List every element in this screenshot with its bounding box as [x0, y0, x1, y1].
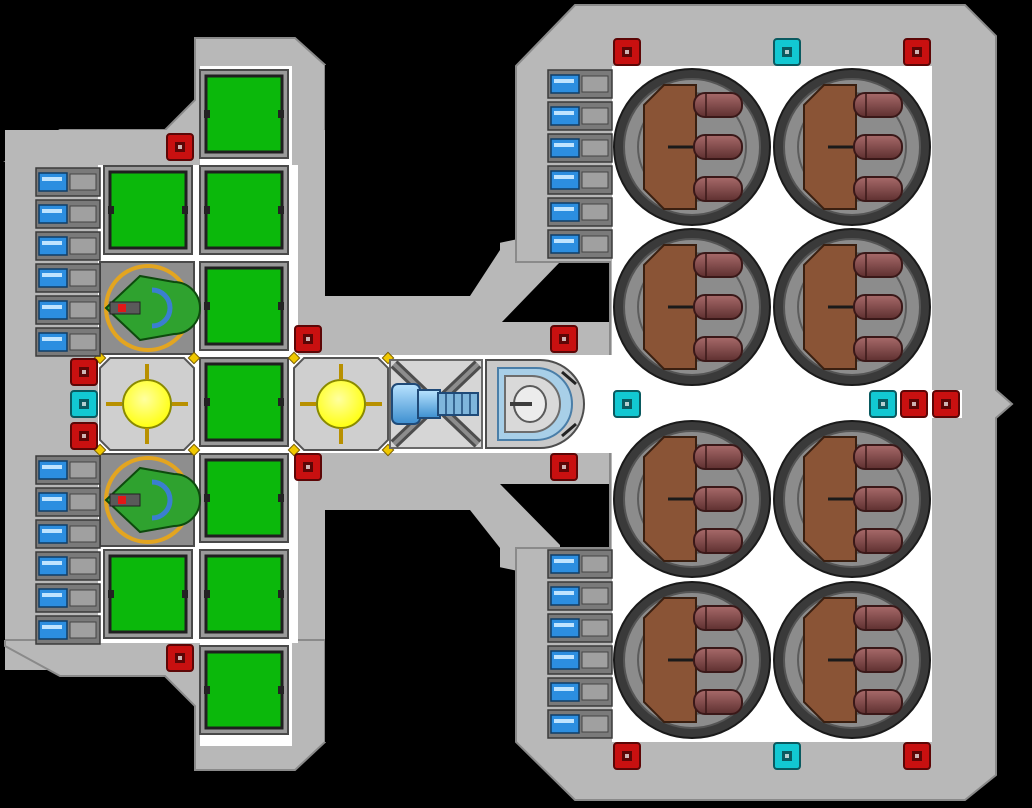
- railgun-turret[interactable]: [389, 359, 483, 449]
- green-room[interactable]: [199, 165, 289, 255]
- thruster[interactable]: [547, 709, 613, 739]
- green-room[interactable]: [199, 261, 289, 351]
- thruster[interactable]: [35, 583, 101, 613]
- door-red[interactable]: [294, 453, 322, 481]
- green-room[interactable]: [199, 357, 289, 447]
- missile-silo[interactable]: [613, 581, 771, 739]
- thruster[interactable]: [547, 229, 613, 259]
- thruster[interactable]: [35, 487, 101, 517]
- thruster[interactable]: [35, 455, 101, 485]
- thruster[interactable]: [547, 101, 613, 131]
- door-red[interactable]: [900, 390, 928, 418]
- thruster[interactable]: [547, 645, 613, 675]
- door-cyan[interactable]: [773, 38, 801, 66]
- thruster[interactable]: [35, 327, 101, 357]
- door-red[interactable]: [166, 133, 194, 161]
- room-layer: [103, 69, 289, 735]
- thruster[interactable]: [35, 231, 101, 261]
- missile-silo[interactable]: [613, 420, 771, 578]
- missile-silo-layer: [613, 68, 931, 739]
- thruster[interactable]: [547, 581, 613, 611]
- door-red[interactable]: [70, 422, 98, 450]
- door-red[interactable]: [550, 453, 578, 481]
- thruster[interactable]: [547, 165, 613, 195]
- thruster[interactable]: [547, 677, 613, 707]
- thruster[interactable]: [35, 263, 101, 293]
- thruster[interactable]: [35, 167, 101, 197]
- door-cyan[interactable]: [70, 390, 98, 418]
- hull-voids: [0, 65, 500, 742]
- green-room[interactable]: [103, 549, 193, 639]
- missile-silo[interactable]: [773, 420, 931, 578]
- thruster[interactable]: [547, 613, 613, 643]
- reactor[interactable]: [287, 351, 395, 457]
- cockpit[interactable]: [99, 453, 201, 547]
- thruster[interactable]: [35, 551, 101, 581]
- door-cyan[interactable]: [773, 742, 801, 770]
- thruster[interactable]: [547, 133, 613, 163]
- cockpit[interactable]: [99, 261, 201, 355]
- green-room[interactable]: [199, 645, 289, 735]
- green-room[interactable]: [103, 165, 193, 255]
- thruster[interactable]: [547, 549, 613, 579]
- door-red[interactable]: [613, 38, 641, 66]
- thruster-layer: [35, 69, 613, 739]
- thruster[interactable]: [35, 295, 101, 325]
- green-room[interactable]: [199, 453, 289, 543]
- thruster[interactable]: [35, 199, 101, 229]
- door-cyan[interactable]: [613, 390, 641, 418]
- dome-turret[interactable]: [485, 359, 585, 449]
- thruster[interactable]: [547, 197, 613, 227]
- thruster[interactable]: [547, 69, 613, 99]
- missile-silo[interactable]: [613, 228, 771, 386]
- thruster[interactable]: [35, 615, 101, 645]
- thruster[interactable]: [35, 519, 101, 549]
- cockpit-layer: [99, 261, 201, 547]
- missile-silo[interactable]: [613, 68, 771, 226]
- green-room[interactable]: [199, 549, 289, 639]
- door-red[interactable]: [903, 38, 931, 66]
- door-red[interactable]: [70, 358, 98, 386]
- door-red[interactable]: [932, 390, 960, 418]
- door-layer: [70, 38, 960, 770]
- door-red[interactable]: [903, 742, 931, 770]
- reactor-layer: [93, 351, 395, 457]
- green-room[interactable]: [199, 69, 289, 159]
- missile-silo[interactable]: [773, 228, 931, 386]
- door-red[interactable]: [613, 742, 641, 770]
- door-cyan[interactable]: [869, 390, 897, 418]
- missile-silo[interactable]: [773, 68, 931, 226]
- reactor[interactable]: [93, 351, 201, 457]
- door-red[interactable]: [550, 325, 578, 353]
- door-red[interactable]: [166, 644, 194, 672]
- door-red[interactable]: [294, 325, 322, 353]
- missile-silo[interactable]: [773, 581, 931, 739]
